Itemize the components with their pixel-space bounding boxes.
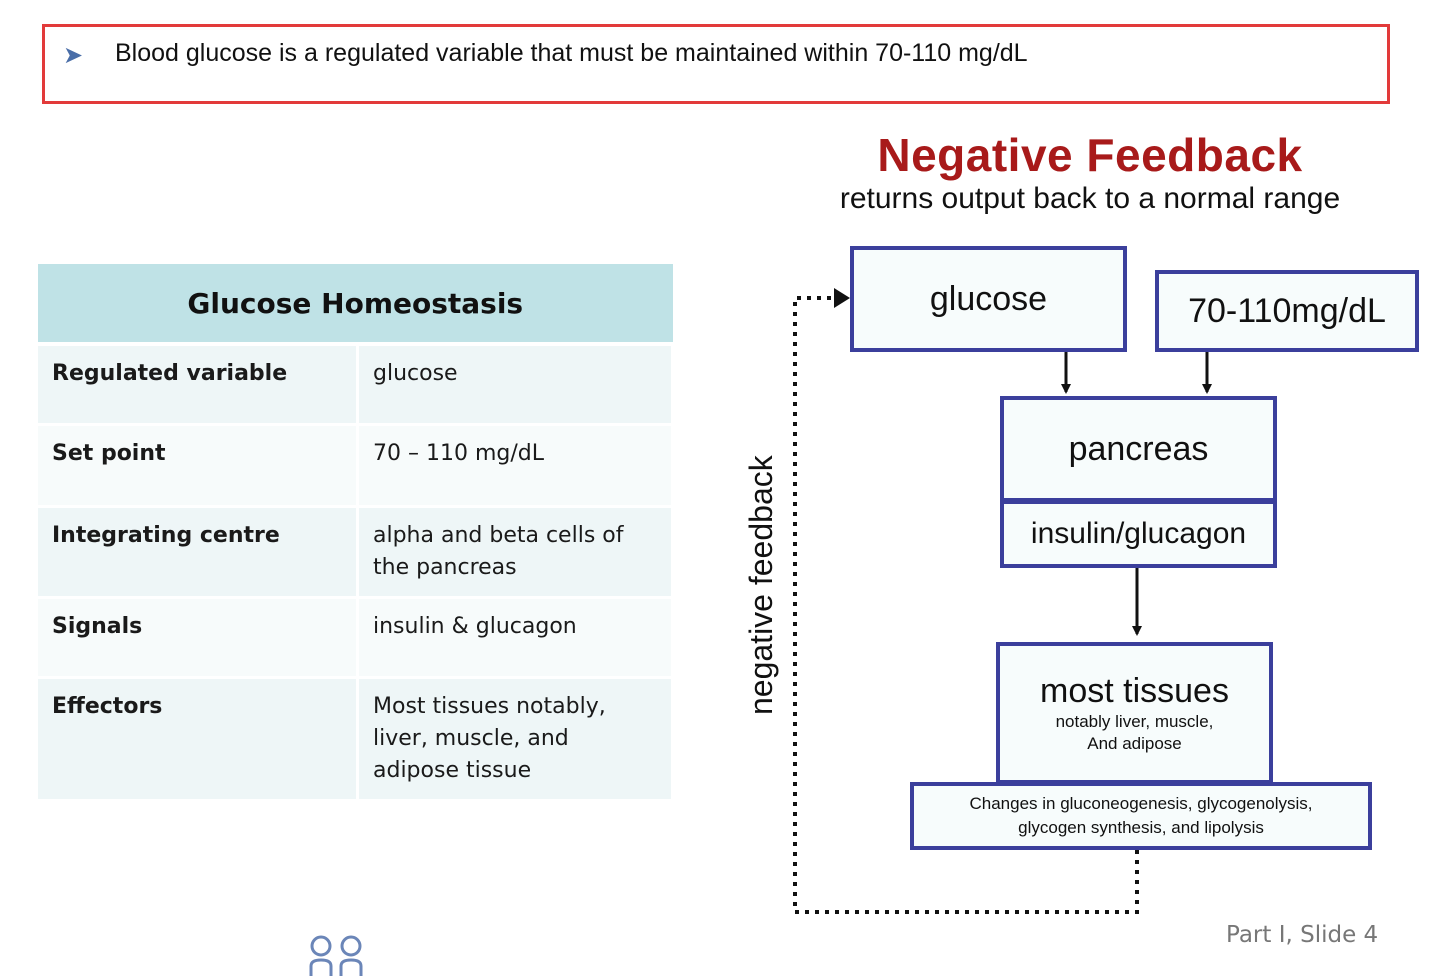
chevron-right-icon: ➤: [63, 42, 84, 69]
people-icon: [309, 935, 363, 976]
metabolic-changes-box: Changes in gluconeogenesis, glycogenolys…: [910, 782, 1372, 850]
tissues-title: most tissues: [1040, 672, 1229, 710]
row-value: insulin & glucagon: [357, 597, 674, 679]
banner-text: Blood glucose is a regulated variable th…: [115, 39, 1028, 67]
row-value: Most tissues notably, liver, muscle, and…: [357, 677, 674, 802]
table-title: Glucose Homeostasis: [38, 264, 673, 346]
glucose-label: glucose: [929, 279, 1048, 318]
row-value: 70 – 110 mg/dL: [357, 424, 674, 508]
changes-line1: Changes in gluconeogenesis, glycogenolys…: [969, 794, 1313, 813]
info-banner: ➤ Blood glucose is a regulated variable …: [42, 24, 1390, 104]
table-row: Regulated variable glucose: [38, 344, 674, 426]
row-value: alpha and beta cells of the pancreas: [357, 506, 674, 599]
glucose-homeostasis-table: Glucose Homeostasis Regulated variable g…: [38, 264, 674, 802]
pancreas-label: pancreas: [1068, 429, 1209, 468]
diagram-title: Negative Feedback: [877, 129, 1303, 181]
row-key: Regulated variable: [38, 344, 359, 426]
slide-number: Part I, Slide 4: [1226, 922, 1379, 948]
tissues-box: most tissues notably liver, muscle, And …: [996, 642, 1273, 784]
row-key: Set point: [38, 424, 359, 508]
hormones-label: insulin/glucagon: [1030, 517, 1247, 550]
negative-feedback-label: negative feedback: [743, 455, 779, 715]
tissues-note-line2: And adipose: [1087, 734, 1182, 753]
row-key: Integrating centre: [38, 506, 359, 599]
table-row: Integrating centre alpha and beta cells …: [38, 506, 674, 599]
tissues-note-line1: notably liver, muscle,: [1055, 712, 1214, 731]
row-key: Effectors: [38, 677, 359, 802]
setpoint-label: 70-110mg/dL: [1188, 291, 1386, 330]
changes-line2: glycogen synthesis, and lipolysis: [1018, 818, 1264, 837]
table-row: Effectors Most tissues notably, liver, m…: [38, 677, 674, 802]
glucose-box: glucose: [850, 246, 1127, 352]
row-key: Signals: [38, 597, 359, 679]
row-value: glucose: [357, 344, 674, 426]
feedback-arrowhead: [834, 288, 850, 308]
pancreas-box: pancreas: [1000, 396, 1277, 502]
setpoint-box: 70-110mg/dL: [1155, 270, 1419, 352]
diagram-subtitle: returns output back to a normal range: [839, 182, 1341, 215]
feedback-loop-line: [793, 296, 1139, 914]
hormones-box: insulin/glucagon: [1000, 500, 1277, 568]
table-row: Set point 70 – 110 mg/dL: [38, 424, 674, 508]
table-row: Signals insulin & glucagon: [38, 597, 674, 679]
